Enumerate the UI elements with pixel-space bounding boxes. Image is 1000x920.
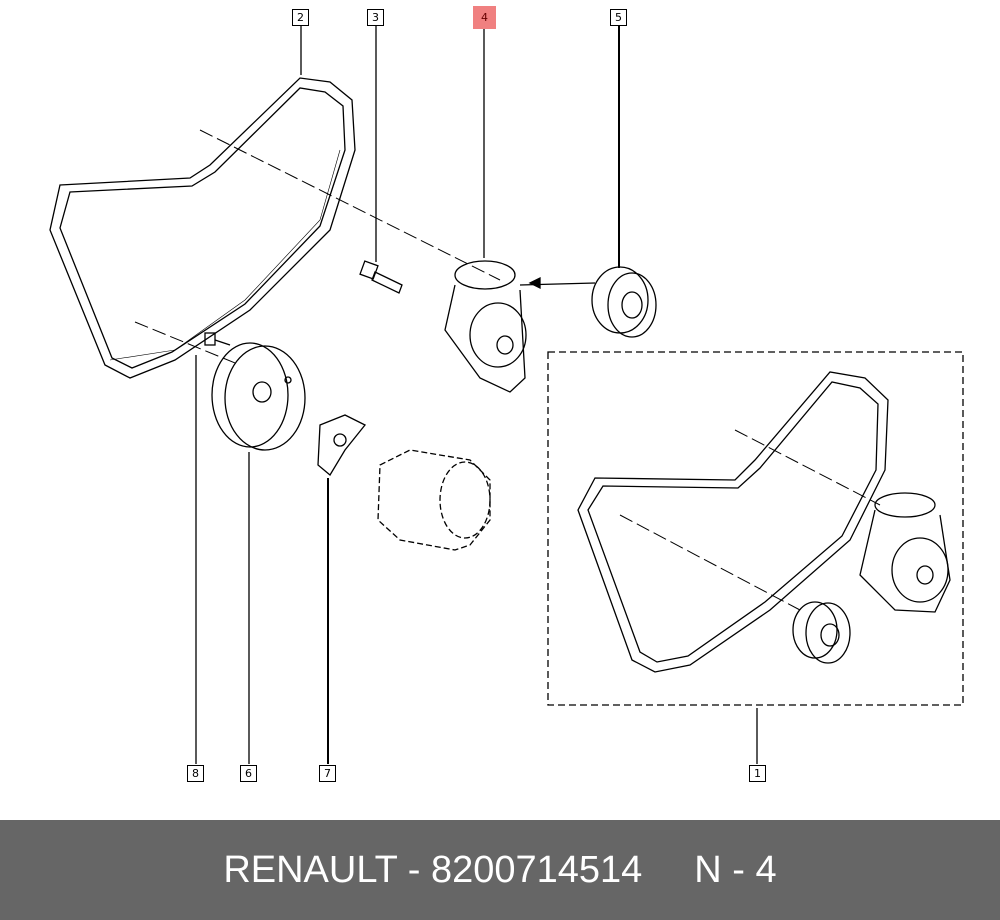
callout-8[interactable]: 8 — [187, 765, 204, 782]
callout-2[interactable]: 2 — [292, 9, 309, 26]
callout-1[interactable]: 1 — [749, 765, 766, 782]
bolt-part-8 — [204, 332, 231, 346]
footer-bar: RENAULT - 8200714514 N - 4 — [0, 820, 1000, 920]
pulley-part-6 — [211, 342, 306, 451]
kit-box-part-1 — [547, 351, 964, 706]
callout-5[interactable]: 5 — [610, 9, 627, 26]
bolt-part-3 — [359, 260, 403, 294]
tensioner-part-4 — [444, 260, 596, 393]
center-lines — [134, 129, 881, 611]
callout-6[interactable]: 6 — [240, 765, 257, 782]
callout-4-highlighted[interactable]: 4 — [473, 6, 496, 29]
callout-3[interactable]: 3 — [367, 9, 384, 26]
idler-pulley-part-5 — [591, 266, 657, 338]
pump-outline — [377, 449, 491, 551]
kit-tensioner — [859, 492, 951, 613]
position-ref: N - 4 — [694, 848, 777, 891]
bracket-part-7 — [317, 414, 367, 476]
kit-belt — [577, 371, 889, 673]
belt-assembly-diagram — [49, 25, 964, 764]
kit-idler — [792, 601, 851, 664]
belt-part-2 — [49, 77, 356, 379]
callout-7[interactable]: 7 — [319, 765, 336, 782]
leader-lines — [195, 25, 758, 764]
part-number: RENAULT - 8200714514 — [223, 848, 643, 891]
